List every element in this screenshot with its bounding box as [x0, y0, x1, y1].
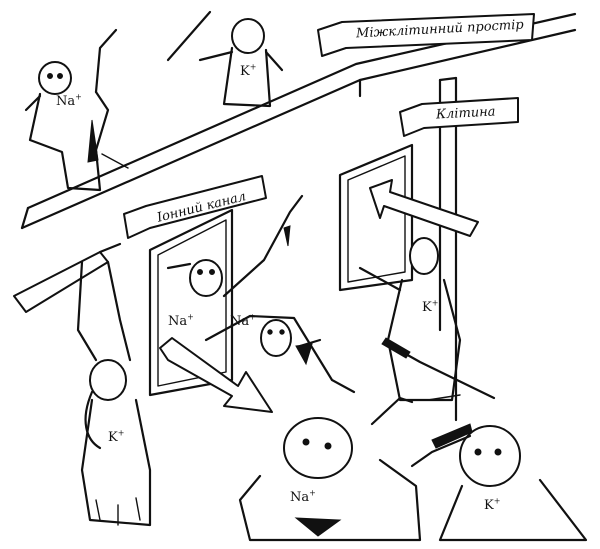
woman-figure-right	[410, 423, 588, 542]
banner-cell: Клітина	[435, 104, 496, 123]
ion-label-k-left: K+	[108, 428, 125, 445]
arrow-out-of-channel	[159, 337, 273, 413]
banner-ribbon-intercellular	[317, 13, 535, 57]
banner-ribbon-cell	[399, 97, 519, 137]
ion-label-k-top: K+	[240, 62, 257, 79]
ion-label-na-channel-left: Na+	[168, 312, 194, 329]
zombie-in-channel-upper	[166, 194, 304, 298]
woman-figure-left	[76, 260, 152, 527]
ion-label-k-right: K+	[484, 496, 501, 513]
zombie-figure-bottom	[238, 396, 422, 542]
zombie-crawling	[204, 314, 356, 394]
arrow-into-cell	[369, 179, 479, 237]
ion-label-na-top: Na+	[56, 92, 82, 109]
woman-figure-top	[166, 10, 284, 108]
wooden-club	[13, 242, 122, 313]
zombie-figure-top	[24, 28, 129, 192]
ion-label-na-channel-right: Na+	[230, 312, 256, 329]
banner-ribbon-ion-channel	[123, 175, 267, 239]
ion-label-na-bottom: Na+	[290, 488, 316, 505]
ion-label-k-window: K+	[422, 298, 439, 315]
cell-window	[338, 143, 414, 292]
ion-channel-opening	[148, 208, 234, 397]
man-figure-window	[358, 237, 496, 402]
